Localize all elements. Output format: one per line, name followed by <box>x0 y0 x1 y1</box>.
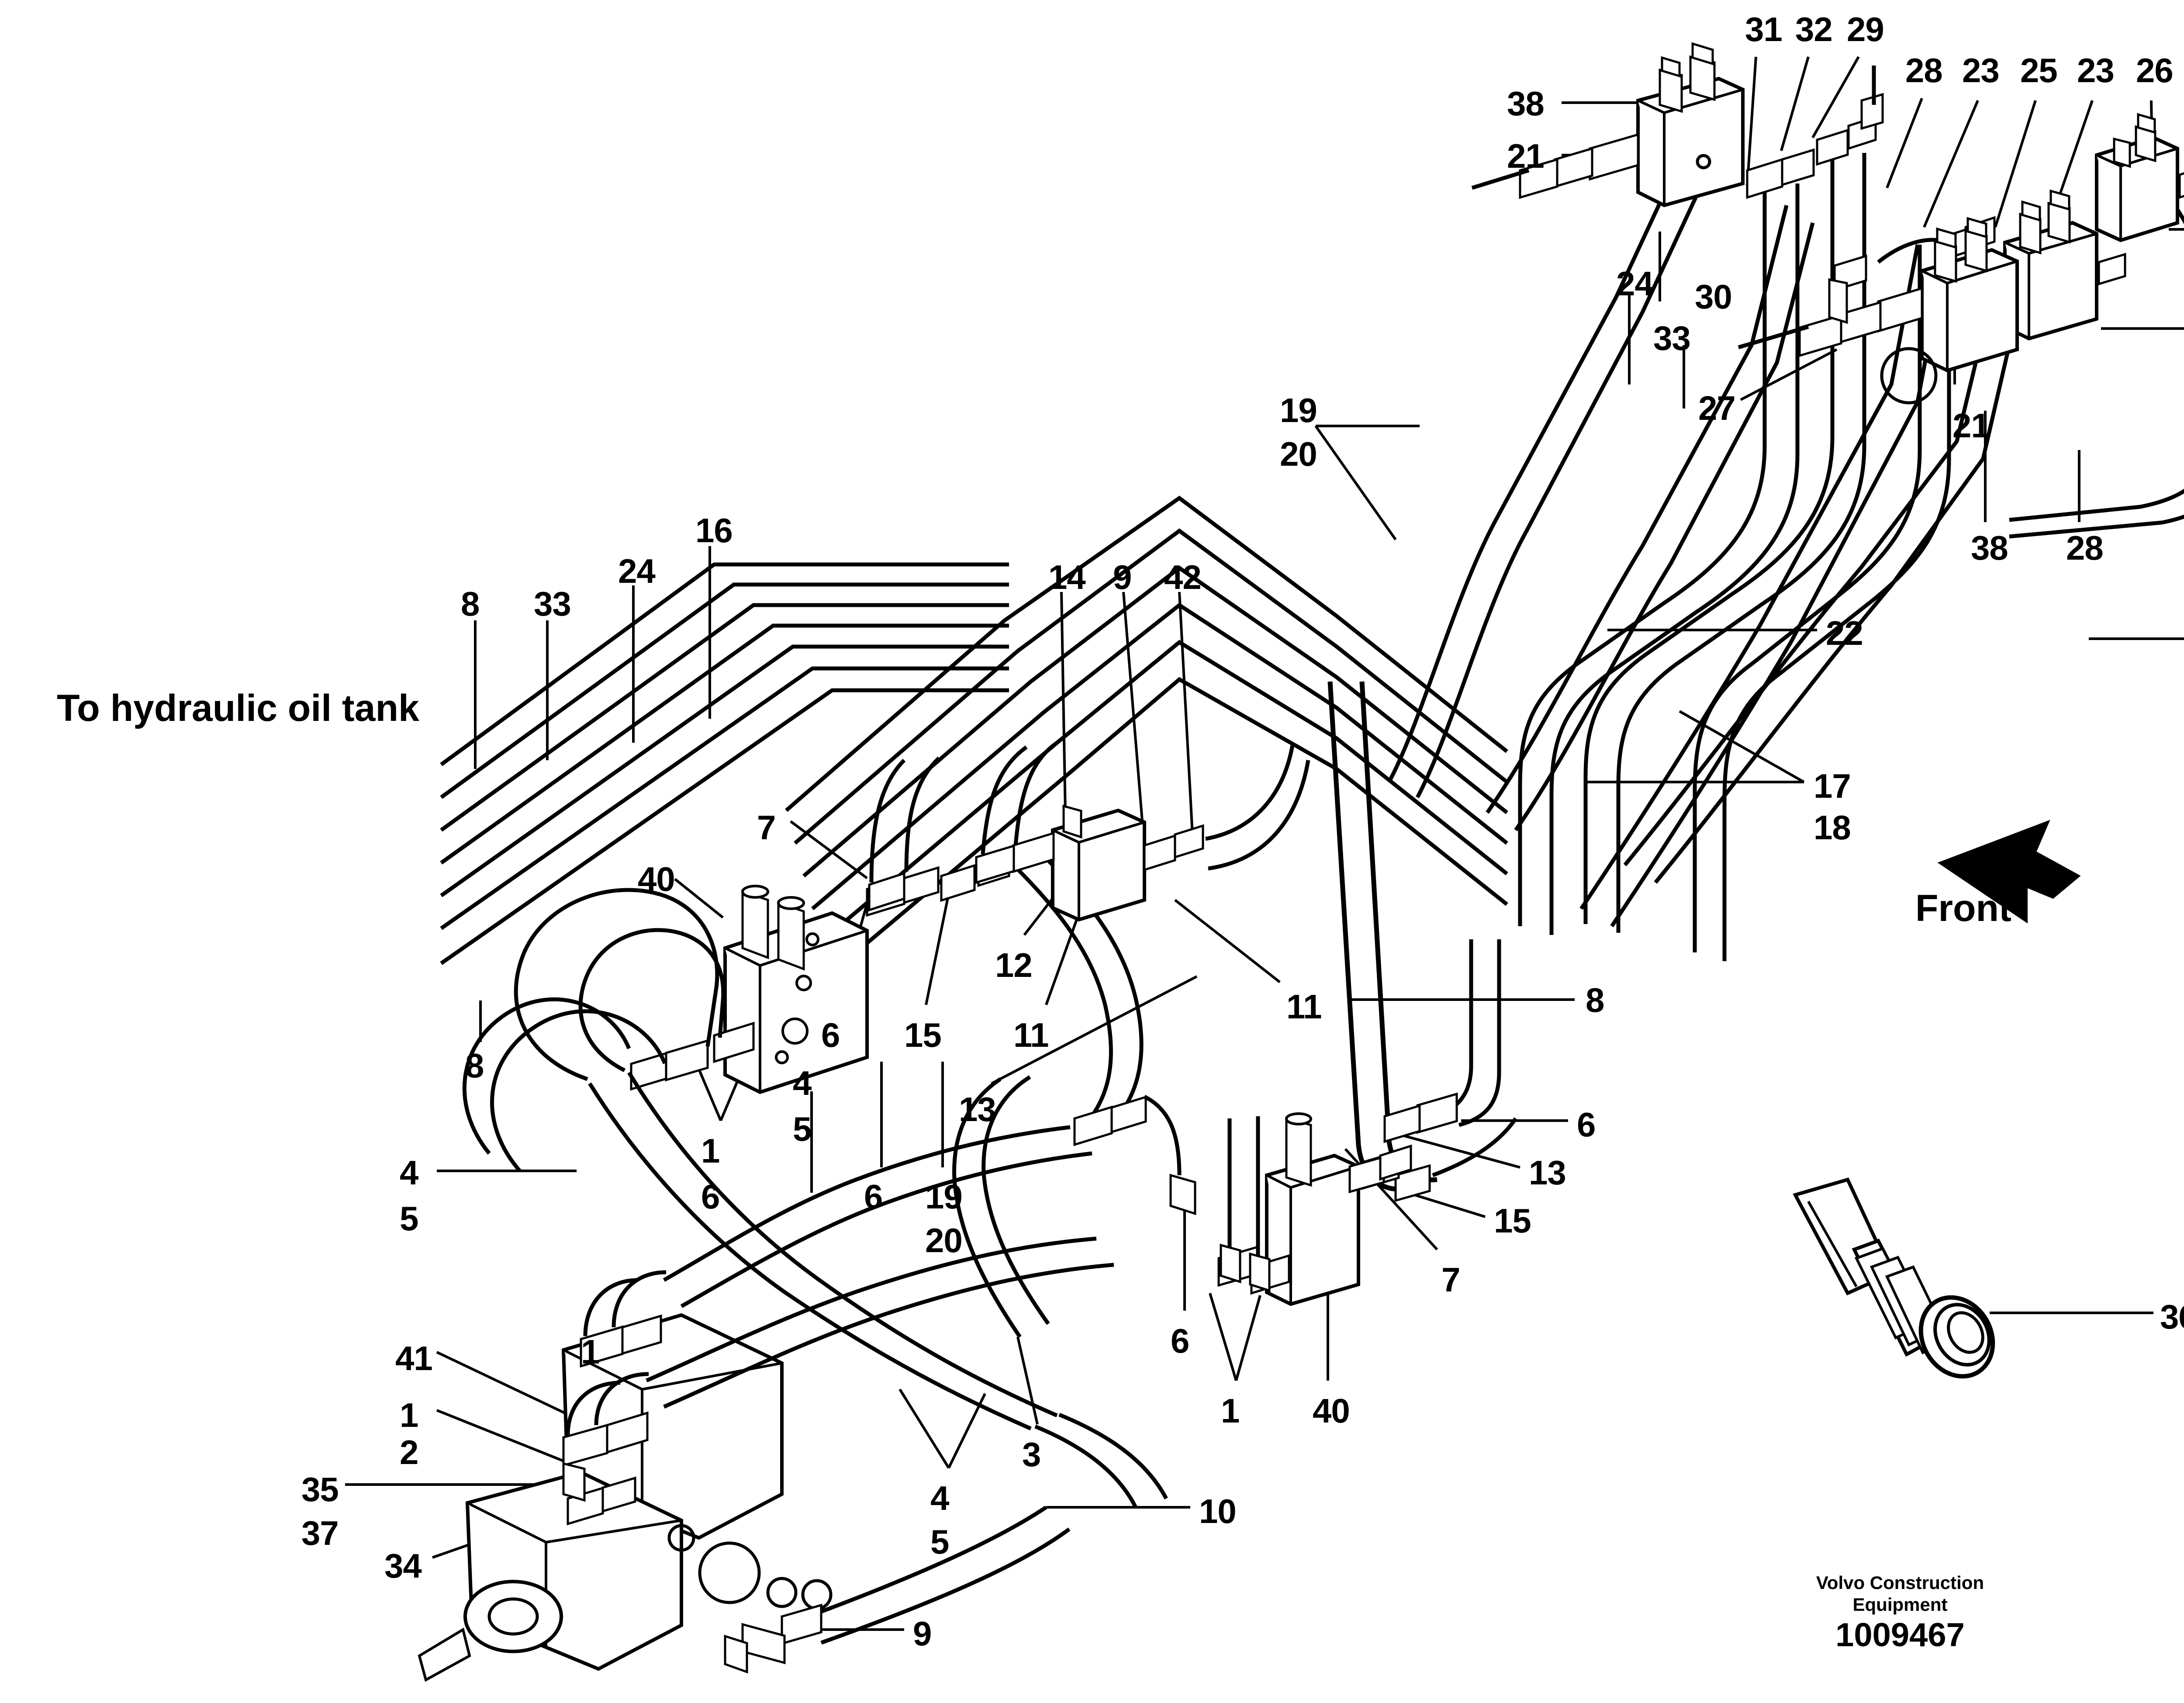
callout-number: 23 <box>2077 51 2115 90</box>
callout-number: 22 <box>1826 614 1863 652</box>
center-hose-fittings <box>868 741 1147 1146</box>
callout-number: 26 <box>2136 51 2174 90</box>
right-vertical-runs <box>1518 153 1951 961</box>
callout-number: 18 <box>1814 808 1851 847</box>
callout-number: 40 <box>638 860 675 898</box>
manifold-upper-left <box>1471 42 1815 208</box>
callout-number: 20 <box>925 1221 963 1260</box>
callout-number: 31 <box>1745 10 1783 48</box>
callout-number: 5 <box>400 1199 418 1238</box>
manifold-mid-right <box>1738 217 2019 405</box>
front-arrow-icon <box>1937 820 2081 924</box>
callout-number: 7 <box>757 808 776 847</box>
callout-number: 9 <box>1113 558 1132 596</box>
manufacturer-name-line2: Equipment <box>1852 1594 1948 1615</box>
callout-number: 17 <box>1814 767 1851 805</box>
tee-block-center <box>975 742 1310 922</box>
callout-number: 27 <box>1698 389 1736 427</box>
callout-number: 14 <box>1048 558 1086 596</box>
large-loop-hoses <box>588 1071 1168 1674</box>
callout-number: 38 <box>1507 84 1545 123</box>
callout-number: 3 <box>1022 1435 1041 1474</box>
callout-number: 40 <box>1313 1391 1350 1430</box>
upper-right-hose-runs <box>1387 174 2011 928</box>
callout-number: 1 <box>400 1396 418 1434</box>
callout-number: 33 <box>1653 319 1691 357</box>
callout-number: 13 <box>959 1090 996 1128</box>
pump-assembly <box>418 1270 833 1682</box>
callout-number: 4 <box>400 1153 418 1192</box>
callout-number: 30 <box>1695 277 1732 316</box>
callout-number: 8 <box>465 1046 484 1085</box>
valve-block-lower-center <box>1143 1094 1412 1306</box>
callout-number: 1 <box>1221 1391 1240 1430</box>
callout-number: 6 <box>701 1177 720 1216</box>
callout-number: 2 <box>400 1433 418 1471</box>
callout-number: 25 <box>2020 51 2058 90</box>
center-left-block-hoses <box>514 756 941 1081</box>
callout-number: 36 <box>2160 1298 2184 1336</box>
callout-number: 34 <box>384 1547 422 1585</box>
callout-number: 15 <box>904 1016 942 1054</box>
callout-number: 11 <box>1013 1016 1049 1054</box>
callout-number: 28 <box>1905 51 1943 90</box>
callout-number: 5 <box>930 1523 949 1561</box>
callout-number: 42 <box>1164 558 1202 596</box>
callout-number: 20 <box>1280 435 1317 473</box>
callout-number: 19 <box>925 1177 963 1216</box>
callout-number: 9 <box>913 1614 932 1653</box>
callout-number: 1 <box>701 1132 720 1170</box>
callout-number: 33 <box>534 585 571 623</box>
callout-number: 16 <box>695 511 733 550</box>
callout-number: 5 <box>793 1110 812 1148</box>
callout-number: 12 <box>995 946 1033 984</box>
tank-hose-bundle <box>440 562 1009 965</box>
hose-coil-left <box>462 997 667 1172</box>
callout-number: 6 <box>1171 1322 1189 1360</box>
callout-number: 24 <box>618 552 656 590</box>
callout-number: 8 <box>461 585 480 623</box>
callout-number: 13 <box>1529 1153 1566 1192</box>
callout-number: 6 <box>1577 1105 1596 1144</box>
callout-number: 32 <box>1795 10 1833 48</box>
drawing-footer: Volvo Construction Equipment 1009467 <box>1725 1572 2075 1654</box>
callout-number: 15 <box>1494 1201 1531 1240</box>
callout-number: 35 <box>301 1470 339 1509</box>
callout-number: 24 <box>1616 264 1654 303</box>
pump-long-hoses <box>646 1125 1114 1409</box>
callout-number: 28 <box>2066 529 2104 567</box>
callout-number: 37 <box>301 1514 339 1552</box>
callout-number: 1 <box>581 1333 600 1371</box>
callout-number: 21 <box>1952 406 1990 445</box>
callout-number: 4 <box>930 1479 949 1517</box>
callout-number: 6 <box>864 1177 883 1216</box>
drawing-number: 1009467 <box>1835 1616 1965 1654</box>
callout-number: 19 <box>1280 391 1317 429</box>
crossing-hose-3 <box>952 1075 1050 1338</box>
callout-number: 29 <box>1847 10 1884 48</box>
callout-number: 10 <box>1199 1492 1237 1530</box>
callout-number: 21 <box>1507 137 1545 175</box>
right-descending-hoses <box>1383 939 1501 1143</box>
callout-number: 38 <box>1971 529 2008 567</box>
callout-number: 8 <box>1586 981 1604 1019</box>
callout-number: 23 <box>1962 51 2000 90</box>
manufacturer-name-line1: Volvo Construction <box>1816 1572 1984 1593</box>
to-hydraulic-oil-tank-label: To hydraulic oil tank <box>57 687 419 729</box>
tee-fitting-upper <box>1816 66 1884 166</box>
callout-number: 6 <box>821 1016 840 1054</box>
callout-number: 4 <box>793 1064 812 1102</box>
manifold-upper-right-b <box>2095 113 2184 242</box>
callout-number: 11 <box>1286 987 1322 1026</box>
quick-coupler-detail <box>1793 1177 1995 1379</box>
callout-number: 41 <box>395 1339 433 1378</box>
callout-number: 7 <box>1441 1260 1460 1299</box>
front-orientation-label: Front <box>1915 887 2011 929</box>
hose-chevron-bundle <box>785 495 1508 976</box>
